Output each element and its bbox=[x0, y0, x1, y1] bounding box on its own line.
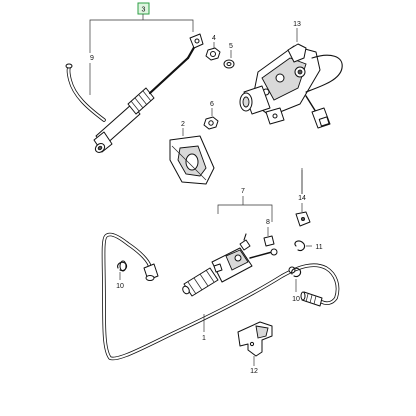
callout-11-group: 11 bbox=[294, 240, 323, 252]
callout-2-label: 2 bbox=[181, 121, 185, 128]
callout-12-label: 12 bbox=[250, 368, 258, 375]
clip-part-11 bbox=[294, 240, 306, 252]
callout-9-label: 9 bbox=[90, 55, 94, 62]
callout-13-label: 13 bbox=[293, 21, 301, 28]
supply-hose bbox=[66, 64, 106, 122]
clip-part-10-right bbox=[291, 267, 302, 278]
bracket-3 bbox=[89, 19, 194, 32]
callout-10-left-label: 10 bbox=[116, 283, 124, 290]
callout-13-group: 13 bbox=[293, 21, 301, 42]
bracket-7 bbox=[217, 204, 273, 222]
callout-3-label: 3 bbox=[142, 7, 146, 14]
clip-part-8 bbox=[263, 235, 275, 247]
callout-9-group: 9 bbox=[89, 22, 94, 95]
callout-5-label: 5 bbox=[229, 43, 233, 50]
rubber-boot bbox=[127, 87, 155, 115]
callout-8-group: 8 bbox=[263, 219, 275, 247]
callout-6-group: 6 bbox=[203, 101, 219, 130]
push-rod bbox=[148, 56, 190, 95]
callout-14-label: 14 bbox=[298, 195, 306, 202]
nut-part-6 bbox=[203, 116, 219, 130]
nut-part-4 bbox=[205, 47, 221, 61]
callout-10-left-group: 10 bbox=[116, 261, 128, 290]
callout-3-highlight-box[interactable] bbox=[137, 2, 150, 15]
callout-7-label: 7 bbox=[241, 188, 245, 195]
callout-2-group: 2 bbox=[169, 121, 215, 185]
slave-cylinder-assembly bbox=[182, 233, 278, 297]
callout-4-group: 4 bbox=[205, 35, 221, 61]
callout-4-label: 4 bbox=[212, 35, 216, 42]
callout-5-group: 5 bbox=[223, 43, 235, 69]
callout-7-group: 7 bbox=[217, 188, 273, 222]
callout-3-group: 3 bbox=[89, 2, 194, 32]
fitting-part-14 bbox=[295, 211, 311, 227]
clip-part-10-left bbox=[117, 261, 128, 272]
callout-6-label: 6 bbox=[210, 101, 214, 108]
sensor-connector bbox=[311, 107, 331, 129]
callout-11-label: 11 bbox=[315, 244, 322, 251]
hydraulic-pipe-part-1 bbox=[101, 232, 340, 361]
bracket-part-12: 12 bbox=[237, 321, 273, 375]
callout-1-group: 1 bbox=[202, 314, 206, 342]
washer-part-5 bbox=[223, 59, 235, 69]
callout-1-label: 1 bbox=[202, 335, 206, 342]
clutch-master-cylinder-assembly bbox=[65, 33, 204, 153]
callout-8-label: 8 bbox=[266, 219, 270, 226]
sensor-wire bbox=[305, 54, 343, 93]
pedal-box-assembly bbox=[239, 43, 343, 129]
pipe-end-fitting-right bbox=[300, 291, 323, 307]
callout-10-right-label: 10 bbox=[292, 296, 300, 303]
callout-10-right-group: 10 bbox=[291, 267, 302, 303]
gasket-part-2 bbox=[169, 135, 215, 185]
callout-14-group: 14 bbox=[295, 170, 311, 227]
